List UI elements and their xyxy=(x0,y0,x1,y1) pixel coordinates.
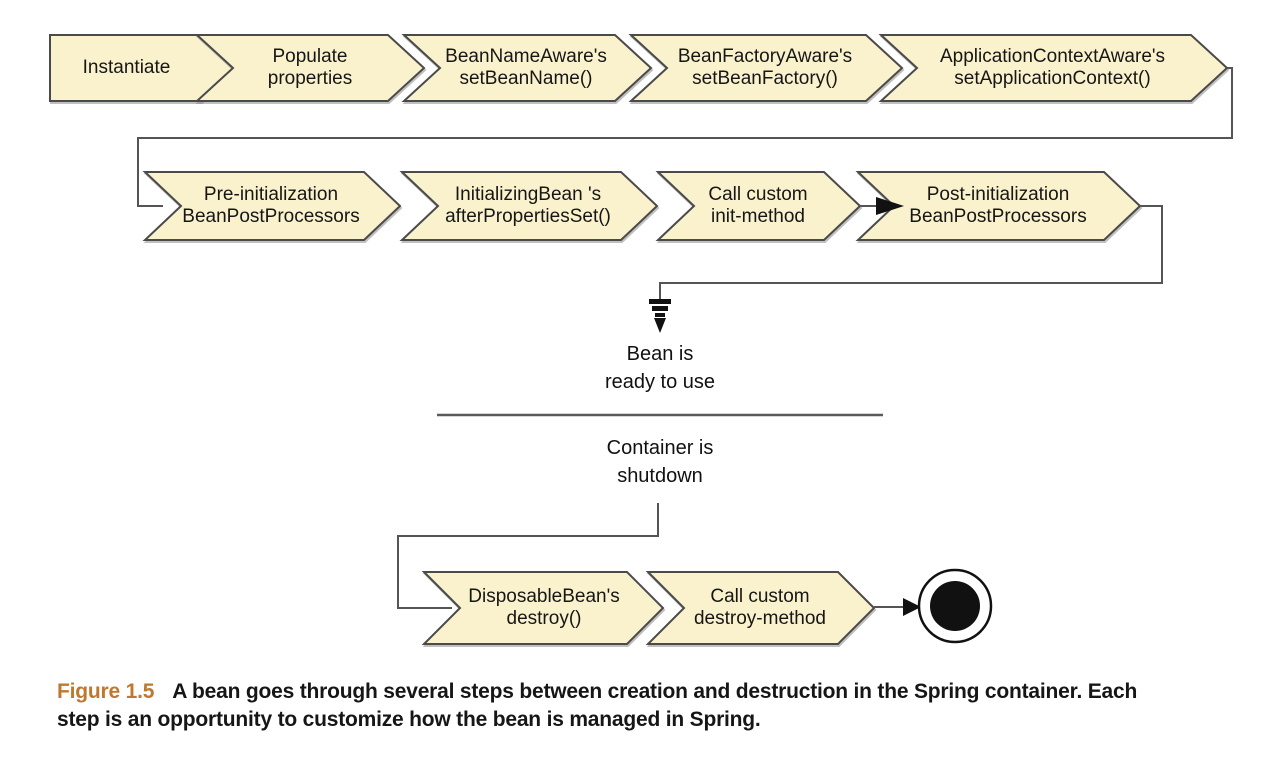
row2-arrow-shapes xyxy=(142,171,1142,241)
step-arrow-populate-properties xyxy=(194,34,426,102)
step-arrow-pre-init-bpp xyxy=(142,171,402,241)
connector-row2-to-ready xyxy=(659,205,1163,300)
step-arrow-custom-destroy xyxy=(645,571,876,645)
step-arrow-custom-init xyxy=(655,171,862,241)
container-shutdown-text: Container is shutdown xyxy=(606,437,714,487)
figure-caption-text: A bean goes through several steps betwee… xyxy=(57,680,1138,731)
step-arrow-afterpropertiesset xyxy=(399,171,659,241)
final-state-node xyxy=(917,568,993,644)
connector-row1-to-row2 xyxy=(137,67,1233,207)
step-arrow-setbeanname xyxy=(401,34,653,102)
bean-ready-text: Bean is ready to use xyxy=(604,343,716,393)
striped-arrowhead-icon xyxy=(649,299,671,333)
row1-arrow-shapes xyxy=(49,34,1229,102)
figure-number-label: Figure 1.5 xyxy=(57,680,155,703)
row3-arrow-shapes xyxy=(421,571,876,645)
step-arrow-setapplicationcontext xyxy=(878,34,1229,102)
flow-arrowhead-final-icon xyxy=(874,598,921,616)
flow-arrowhead-row2-icon xyxy=(860,197,904,215)
step-arrow-setbeanfactory xyxy=(628,34,904,102)
connector-shutdown-to-row3 xyxy=(397,503,659,609)
step-arrow-destroy xyxy=(421,571,665,645)
